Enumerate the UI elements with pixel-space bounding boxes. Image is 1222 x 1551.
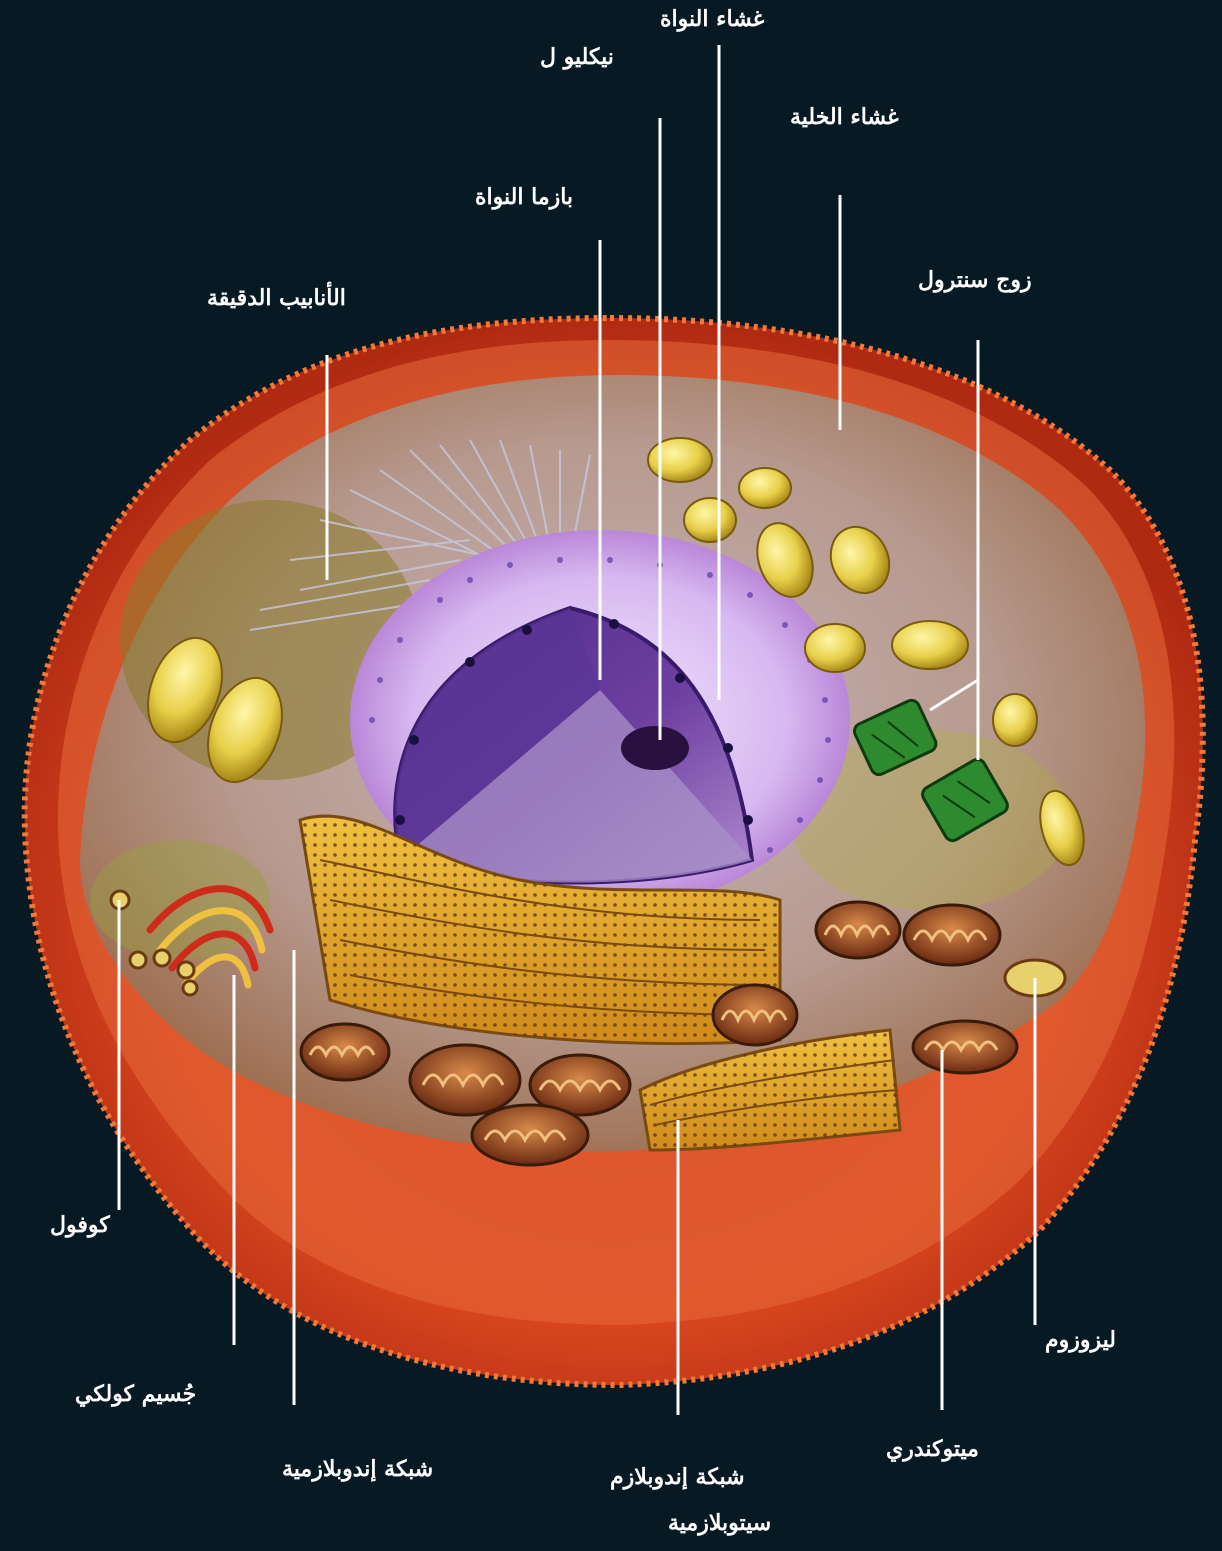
label-nucleoplasm: بازما النواة <box>475 182 573 212</box>
label-er-cytoplasmic-line2: سيتوبلازمية <box>668 1508 771 1538</box>
label-cell-membrane: غشاء الخلية <box>790 102 899 132</box>
label-nucleolus: نيكليو ل <box>540 42 614 72</box>
label-centrosome-pair: زوج سنترول <box>918 265 1032 295</box>
label-microtubules: الأنابيب الدقيقة <box>207 283 346 313</box>
label-golgi-body: جُسيم كولكي <box>75 1379 196 1409</box>
label-lysosome: ليزوزوم <box>1045 1325 1116 1355</box>
label-mitochondria: ميتوكندري <box>886 1434 979 1464</box>
label-er-cytoplasmic-line1: شبكة إندوبلازم <box>610 1462 745 1492</box>
label-vacuole: كوفول <box>50 1210 110 1240</box>
label-nuclear-envelope: غشاء النواة <box>660 4 764 34</box>
nucleolus-body <box>621 726 689 770</box>
label-endoplasmic-reticulum: شبكة إندوبلازمية <box>282 1454 433 1484</box>
